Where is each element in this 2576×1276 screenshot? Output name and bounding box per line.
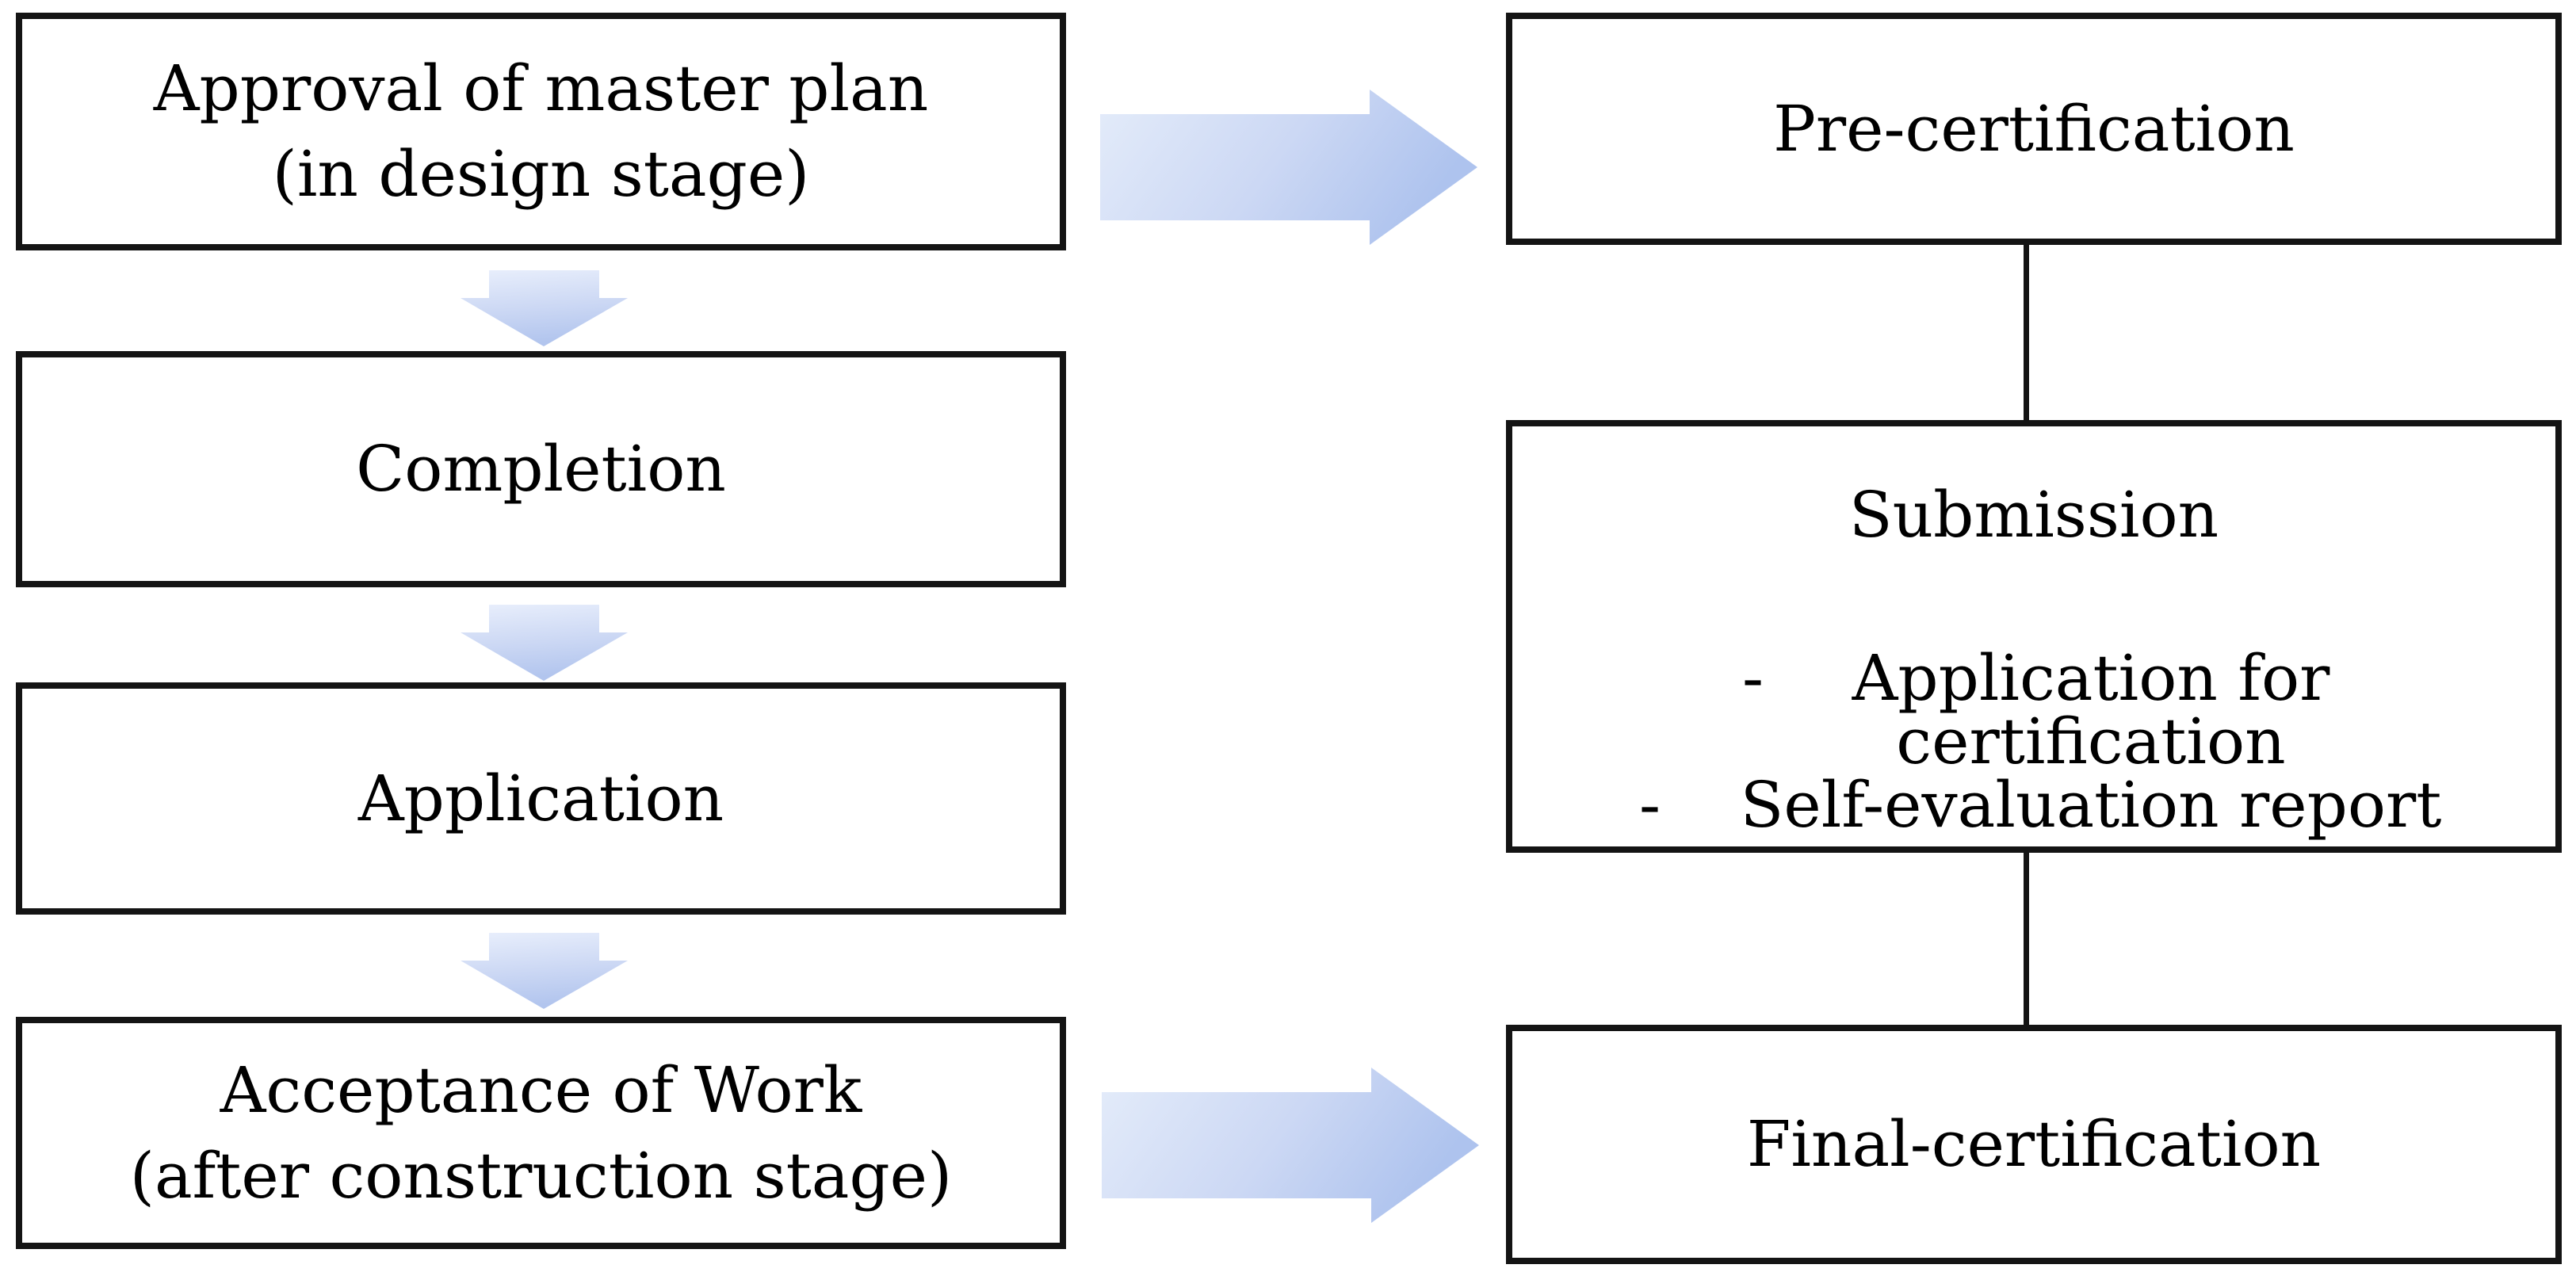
node-approval-of-master-plan: Approval of master plan (in design stage…	[16, 13, 1066, 250]
bullet-dash: -	[1639, 768, 1661, 842]
node-application: Application	[16, 682, 1066, 915]
bullet-text: certification	[1896, 705, 2286, 778]
node-pre-certification: Pre-certification	[1506, 13, 2562, 245]
node-acceptance-of-work: Acceptance of Work (after construction s…	[16, 1017, 1066, 1249]
right-arrow-icon	[1102, 1068, 1479, 1223]
right-arrow-icon	[1100, 90, 1477, 245]
bullet-item: - Application for	[1512, 647, 2555, 710]
node-label-line: Approval of master plan	[153, 52, 929, 125]
bullet-item: - Self-evaluation report	[1512, 774, 2555, 837]
node-label-line: Completion	[356, 432, 726, 506]
node-completion: Completion	[16, 351, 1066, 587]
connector-line-top	[2024, 242, 2029, 424]
node-label-line: (after construction stage)	[129, 1138, 953, 1213]
bullet-dash: -	[1742, 641, 1764, 715]
bullet-item-continuation: certification	[1512, 710, 2555, 774]
node-label-line: Pre-certification	[1773, 91, 2295, 166]
down-arrow-icon	[461, 933, 628, 1009]
submission-title: Submission	[1848, 478, 2219, 552]
connector-line-bottom	[2024, 850, 2029, 1029]
down-arrow-icon	[461, 605, 628, 681]
node-final-certification: Final-certification	[1506, 1025, 2562, 1264]
node-submission: Submission - Application for certificati…	[1506, 420, 2562, 853]
bullet-text: Self-evaluation report	[1740, 768, 2442, 842]
node-label-line: Application	[357, 761, 724, 835]
down-arrow-icon	[461, 270, 628, 346]
submission-bullet-list: - Application for certification - Self-e…	[1512, 647, 2555, 837]
node-label-line: Acceptance of Work	[220, 1053, 862, 1127]
node-label-line: (in design stage)	[272, 137, 810, 211]
bullet-text: Application for	[1852, 641, 2330, 715]
node-label-line: Final-certification	[1746, 1107, 2322, 1181]
